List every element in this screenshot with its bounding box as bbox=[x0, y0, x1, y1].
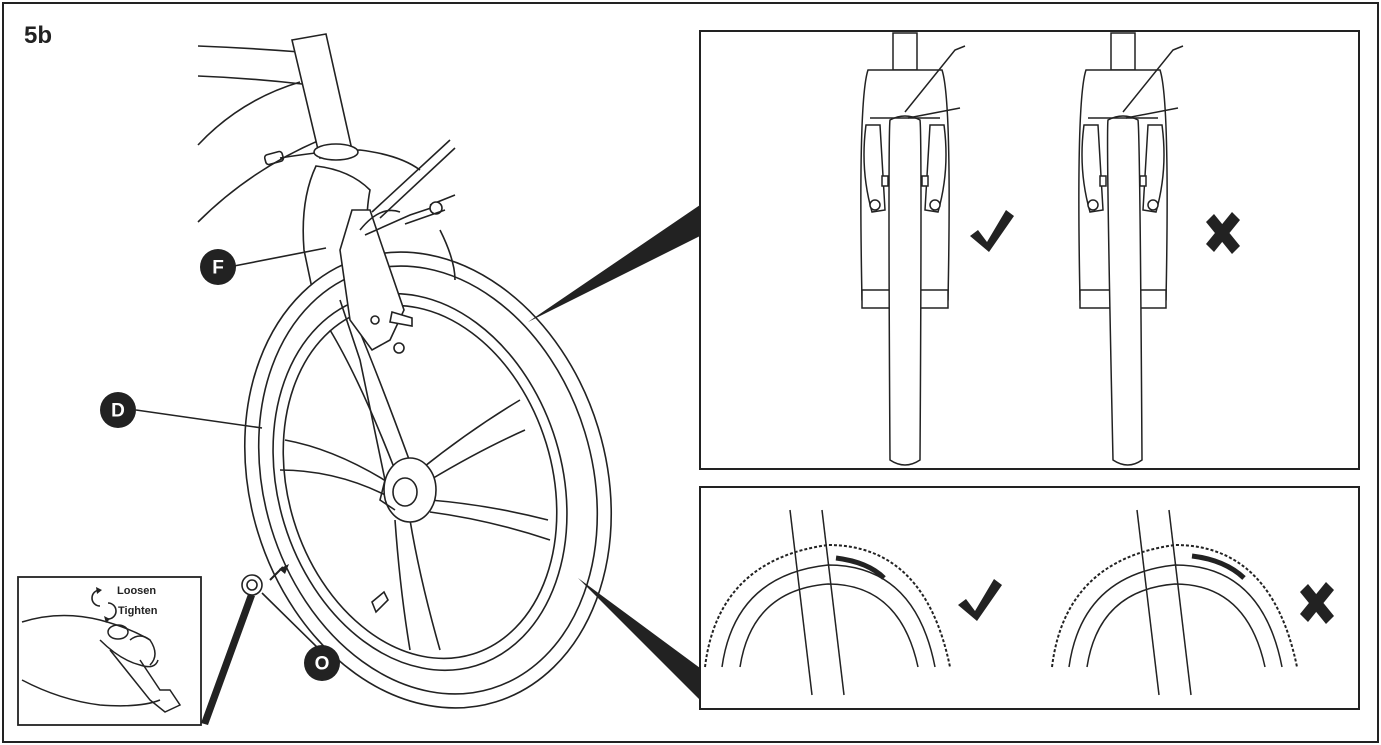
pad-correct-mark bbox=[835, 555, 886, 580]
panel-1-pointer bbox=[528, 205, 700, 322]
cross-icon bbox=[1206, 212, 1240, 254]
callout-d: D bbox=[100, 392, 136, 428]
inset-pointer bbox=[201, 594, 255, 725]
tighten-direction-arrow bbox=[279, 564, 289, 574]
brake-alignment-panel bbox=[528, 30, 1360, 470]
callout-f-label: F bbox=[212, 258, 224, 279]
hand-and-wrench bbox=[21, 614, 182, 713]
tighten-label: Tighten bbox=[118, 605, 158, 617]
leader-line-d bbox=[135, 409, 263, 429]
pad-incorrect-mark bbox=[1191, 553, 1246, 580]
leader-line-o bbox=[261, 592, 323, 653]
callout-o-label: O bbox=[315, 654, 330, 675]
scooter-front-illustration bbox=[197, 33, 613, 709]
brake-view-correct bbox=[860, 32, 966, 466]
wrench-inset: Loosen Tighten bbox=[17, 576, 255, 726]
leader-line-f bbox=[233, 247, 327, 267]
brake-view-incorrect bbox=[1078, 32, 1184, 466]
tighten-arrow-icon bbox=[107, 602, 117, 620]
callout-o: O bbox=[304, 645, 340, 681]
check-icon bbox=[970, 210, 1014, 252]
brake-pad-panel bbox=[578, 486, 1360, 710]
callout-d-label: D bbox=[111, 401, 125, 422]
step-label: 5b bbox=[24, 22, 53, 49]
pad-view-incorrect bbox=[1051, 509, 1298, 696]
loosen-label: Loosen bbox=[117, 585, 156, 597]
panel-2-pointer bbox=[578, 578, 700, 700]
callout-f: F bbox=[200, 249, 236, 285]
check-icon bbox=[958, 579, 1002, 621]
cross-icon bbox=[1300, 582, 1334, 624]
pad-view-correct bbox=[704, 509, 951, 696]
